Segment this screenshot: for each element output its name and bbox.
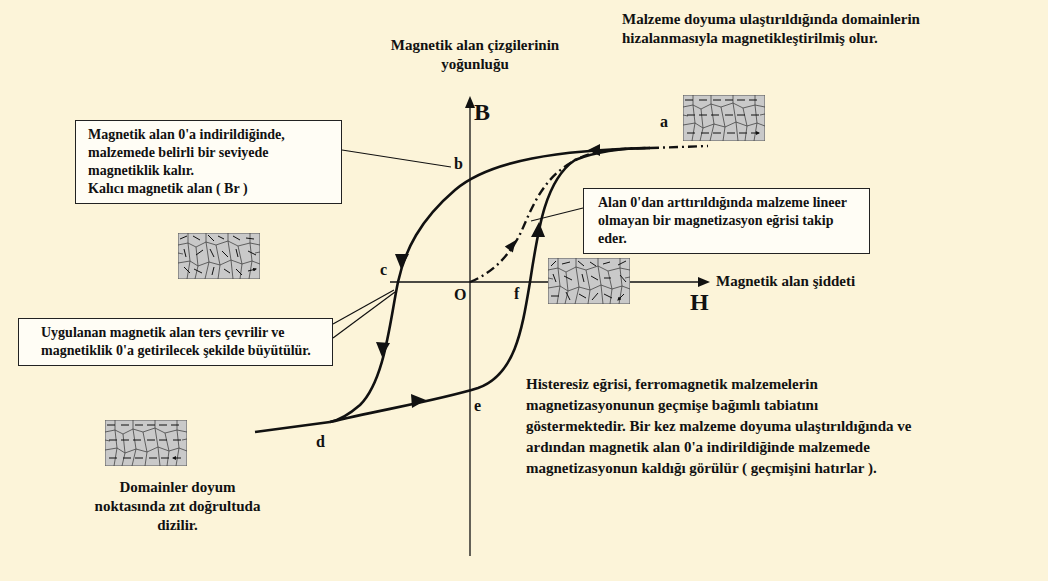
annotation-text: Malzeme doyuma ulaştırıldığında domainle… [622, 10, 932, 48]
annotation-text: Domainler doyum noktasında zıt doğrultud… [85, 478, 270, 535]
point-label: c [380, 260, 387, 280]
curve-arrowhead [505, 240, 516, 253]
domain-arrows [180, 235, 256, 275]
point-label: f [514, 284, 519, 304]
axis-letter: H [690, 288, 709, 316]
origin-label: O [454, 285, 466, 305]
axis-title: Magnetik alan şiddeti [716, 272, 855, 291]
saturation-tail [255, 422, 330, 432]
annotation-text: Histeresiz eğrisi, ferromagnetik malzeme… [526, 374, 916, 479]
callout-text: Kalıcı magnetik alan ( Br ) [88, 180, 331, 198]
domain-arrows [685, 100, 759, 133]
axis-arrowhead [698, 277, 710, 287]
grain-structure [105, 420, 187, 466]
callout-text: Magnetik alan 0'a indirildiğinde, malzem… [88, 126, 331, 180]
b-axis [469, 104, 470, 556]
callout-box: Magnetik alan 0'a indirildiğinde, malzem… [75, 120, 342, 204]
domain-arrows [551, 261, 626, 300]
point-label: e [474, 396, 481, 416]
grain-structure [178, 233, 260, 279]
curve-arrowhead [531, 222, 545, 237]
axis-letter: B [474, 98, 490, 126]
leader-line [333, 292, 395, 338]
point-label: a [660, 112, 668, 132]
curve-arrowhead [395, 254, 409, 269]
grain-structure [683, 95, 765, 141]
leader-line [531, 208, 583, 221]
domain-picture [683, 95, 765, 141]
leader-line [333, 290, 394, 324]
h-axis [390, 281, 700, 282]
leader-lines [333, 150, 583, 338]
curve-arrowhead [588, 144, 600, 156]
point-label: d [316, 432, 325, 452]
grain-structure [548, 258, 630, 304]
callout-text: Uygulanan magnetik alan ters çevrilir ve… [41, 324, 322, 360]
domain-picture [548, 258, 630, 304]
point-label: b [454, 154, 463, 174]
leader-line [342, 150, 451, 167]
curve-arrowhead [411, 394, 426, 408]
axis-title: Magnetik alan çizgilerinin yoğunluğu [385, 36, 565, 74]
callout-text: Alan 0'dan arttırıldığında malzeme linee… [598, 194, 859, 248]
axis-arrowhead [465, 96, 475, 108]
callout-box: Uygulanan magnetik alan ters çevrilir ve… [18, 318, 333, 366]
domain-picture [178, 233, 260, 279]
callout-box: Alan 0'dan arttırıldığında malzeme linee… [583, 188, 870, 254]
saturation-extension [650, 146, 708, 148]
domain-arrows [107, 425, 181, 458]
domain-picture [105, 420, 187, 466]
curve-arrowhead [376, 342, 390, 357]
